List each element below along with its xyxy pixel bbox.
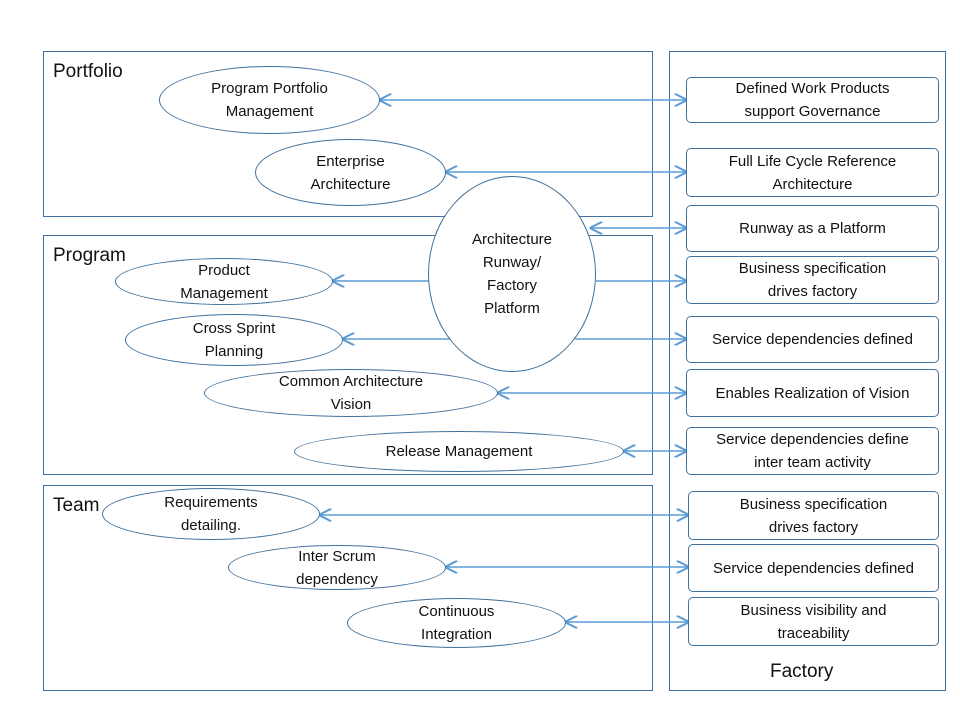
factory-label: Factory [770,661,834,682]
program-label: Program [53,245,126,266]
team-panel: Team [43,485,653,691]
factory-item-business-spec-2: Business specification drives factory [688,491,939,540]
factory-item-service-dependencies-2: Service dependencies defined [688,544,939,592]
factory-item-runway-platform: Runway as a Platform [686,205,939,252]
cross-sprint-planning-node: Cross Sprint Planning [125,314,343,366]
common-architecture-vision-node: Common Architecture Vision [204,369,498,417]
factory-panel: Factory [669,51,946,691]
factory-item-business-visibility: Business visibility and traceability [688,597,939,646]
factory-item-full-life-cycle: Full Life Cycle Reference Architecture [686,148,939,197]
factory-item-enables-realization: Enables Realization of Vision [686,369,939,417]
portfolio-panel: Portfolio [43,51,653,217]
portfolio-label: Portfolio [53,61,123,82]
program-portfolio-management-node: Program Portfolio Management [159,66,380,134]
enterprise-architecture-node: Enterprise Architecture [255,139,446,206]
factory-item-service-dependencies-1: Service dependencies defined [686,316,939,363]
requirements-detailing-node: Requirements detailing. [102,488,320,540]
product-management-node: Product Management [115,258,333,305]
program-panel: Program [43,235,653,475]
architecture-runway-node: Architecture Runway/ Factory Platform [428,176,596,372]
inter-scrum-dependency-node: Inter Scrum dependency [228,545,446,590]
continuous-integration-node: Continuous Integration [347,598,566,648]
factory-item-business-spec-1: Business specification drives factory [686,256,939,304]
team-label: Team [53,495,100,516]
factory-item-service-dependencies-inter-team: Service dependencies define inter team a… [686,427,939,475]
release-management-node: Release Management [294,431,624,472]
factory-item-defined-work-products: Defined Work Products support Governance [686,77,939,123]
